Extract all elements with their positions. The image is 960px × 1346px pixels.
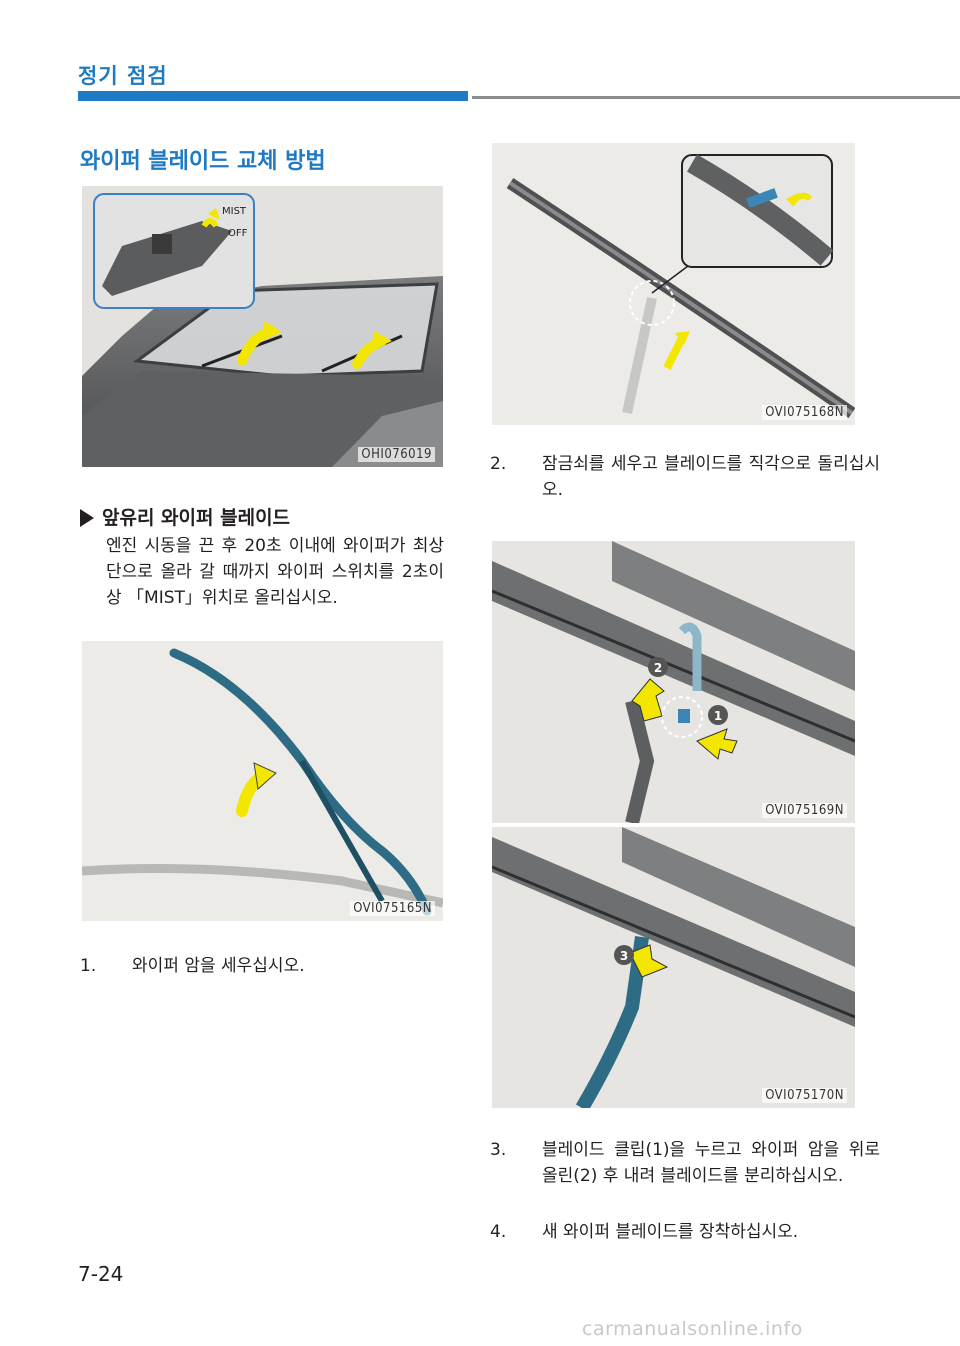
subsection-title: 앞유리 와이퍼 블레이드	[80, 503, 290, 530]
wiper-arm-illustration	[82, 648, 443, 916]
blade-clip-illustration: 2 1	[492, 541, 855, 823]
car-illustration: MIST OFF	[82, 193, 443, 467]
figure-code: OVI075165N	[350, 901, 435, 916]
figure-code: OVI075169N	[762, 803, 847, 818]
figure-wiper-switch: MIST OFF OHI076019	[82, 186, 443, 467]
marker-2: 2	[654, 661, 662, 675]
figure-blade-clip: 2 1 OVI075169N	[492, 541, 855, 823]
subsection-body: 엔진 시동을 끈 후 20초 이내에 와이퍼가 최상단으로 올라 갈 때까지 와…	[106, 536, 444, 608]
blade-remove-illustration: 3	[492, 827, 855, 1108]
marker-1: 1	[714, 709, 722, 723]
figure-wiper-arm: OVI075165N	[82, 641, 443, 921]
page-number: 7-24	[78, 1262, 124, 1286]
marker-3: 3	[620, 949, 628, 963]
figure-blade-remove: 3 OVI075170N	[492, 827, 855, 1108]
figure-code: OVI075170N	[762, 1088, 847, 1103]
mist-label: MIST	[222, 206, 247, 217]
step-1: 1.와이퍼 암을 세우십시오.	[80, 956, 305, 976]
chapter-title: 정기 점검	[78, 64, 168, 88]
header-rule	[472, 96, 960, 99]
off-label: OFF	[228, 228, 248, 239]
figure-blade-rotate: OVI075168N	[492, 143, 855, 425]
section-title: 와이퍼 블레이드 교체 방법	[80, 149, 326, 174]
step-4: 4.새 와이퍼 블레이드를 장착하십시오.	[490, 1222, 799, 1242]
triangle-bullet-icon	[80, 509, 94, 527]
step-2: 2.잠금쇠를 세우고 블레이드를 직각으로 돌리십시오.	[490, 454, 880, 500]
blade-rotate-illustration	[506, 154, 855, 418]
step-3: 3.블레이드 클립(1)을 누르고 와이퍼 암을 위로 올린(2) 후 내려 블…	[490, 1140, 880, 1186]
watermark: carmanualsonline.info	[582, 1318, 803, 1340]
header-rule-accent	[78, 91, 468, 101]
figure-code: OHI076019	[358, 447, 435, 462]
figure-code: OVI075168N	[762, 405, 847, 420]
